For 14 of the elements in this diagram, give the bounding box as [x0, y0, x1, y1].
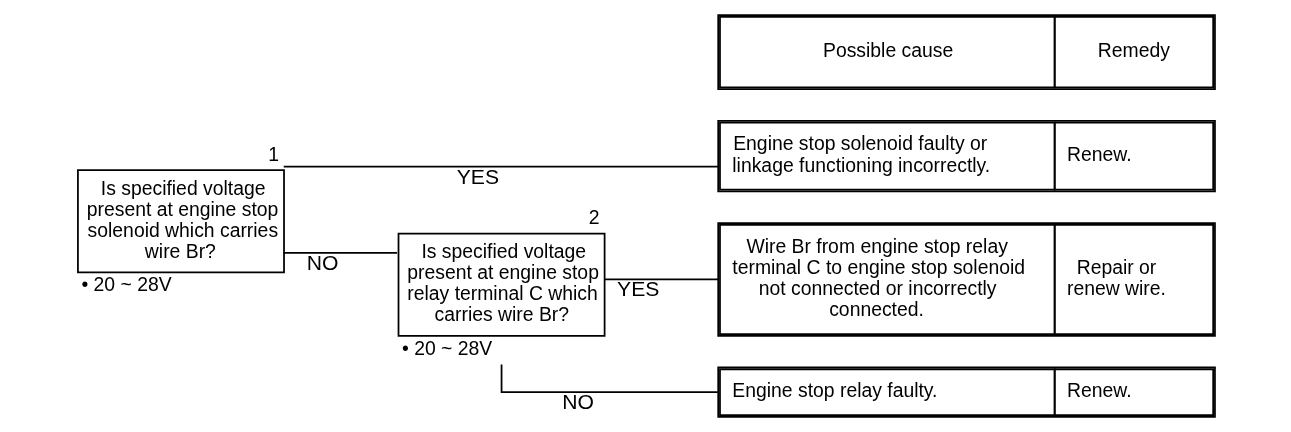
node-box: Is specified voltage present at engine stop relay terminal C which carries wire Br? — [397, 232, 605, 337]
connector — [602, 278, 719, 281]
node-label: • 20 ~ 28V — [401, 336, 492, 359]
edge-label: NO — [306, 250, 338, 274]
node-label: • 20 ~ 28V — [80, 273, 172, 296]
node-label: 1 — [267, 143, 279, 166]
connector — [282, 165, 719, 168]
edge-label: YES — [456, 164, 499, 188]
node-box: Is specified voltage present at engine stop solenoid which carries wire Br? — [76, 169, 285, 274]
edge-label: YES — [616, 277, 659, 301]
connector — [281, 252, 398, 254]
node-label: 2 — [588, 206, 600, 229]
connector — [500, 363, 719, 394]
edge-label: NO — [561, 390, 594, 414]
